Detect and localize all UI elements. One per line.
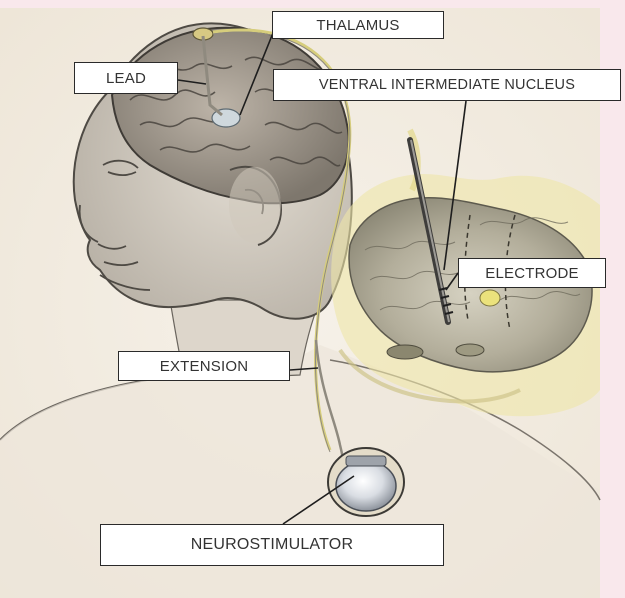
label-lead: LEAD bbox=[74, 62, 178, 94]
label-extension: EXTENSION bbox=[118, 351, 290, 381]
label-thalamus: THALAMUS bbox=[272, 11, 444, 39]
label-ventral-intermediate-nucleus: VENTRAL INTERMEDIATE NUCLEUS bbox=[273, 69, 621, 101]
pink-top-margin bbox=[0, 0, 625, 8]
neurostimulator-device bbox=[328, 448, 404, 516]
label-neurostimulator: NEUROSTIMULATOR bbox=[100, 524, 444, 566]
label-electrode: ELECTRODE bbox=[458, 258, 606, 288]
ear bbox=[229, 167, 281, 243]
